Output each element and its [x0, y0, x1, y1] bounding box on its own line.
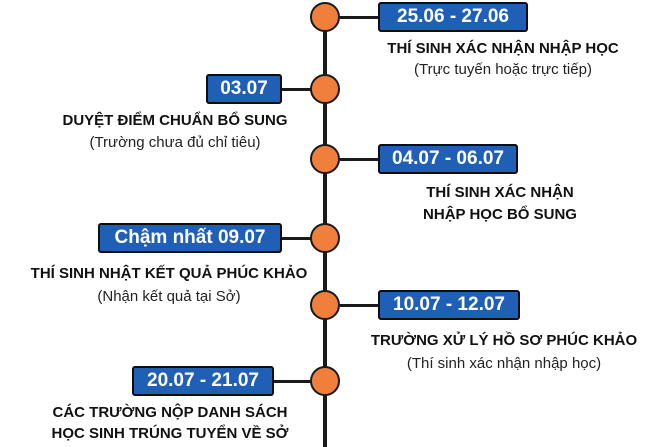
date-badge: 10.07 - 12.07 — [378, 290, 520, 320]
event-subtitle: (Nhận kết quả tại Sở) — [97, 288, 241, 305]
connector — [340, 16, 380, 19]
timeline-dot — [310, 366, 340, 396]
date-badge: 04.07 - 06.07 — [378, 144, 518, 174]
event-title-line2: HỌC SINH TRÚNG TUYỂN VỀ SỞ — [51, 425, 289, 442]
date-badge: Chậm nhất 09.07 — [98, 223, 282, 253]
event-title-line1: THÍ SINH XÁC NHẬN — [426, 184, 574, 201]
event-title: DUYỆT ĐIỂM CHUẨN BỔ SUNG — [62, 112, 288, 129]
event-subtitle: (Thí sinh xác nhận nhập học) — [406, 355, 602, 372]
connector — [340, 304, 380, 307]
date-badge: 20.07 - 21.07 — [132, 366, 274, 396]
event-title: THÍ SINH XÁC NHẬN NHẬP HỌC — [387, 40, 619, 57]
date-badge: 25.06 - 27.06 — [378, 2, 528, 32]
event-title-line2: NHẬP HỌC BỔ SUNG — [423, 206, 577, 223]
timeline-dot — [310, 223, 340, 253]
timeline-dot — [310, 144, 340, 174]
connector — [272, 380, 316, 383]
connector — [280, 88, 316, 91]
connector — [340, 158, 380, 161]
event-title-line1: CÁC TRƯỜNG NỘP DANH SÁCH — [52, 404, 288, 421]
event-subtitle: (Trường chưa đủ chỉ tiêu) — [89, 134, 261, 151]
event-title: THÍ SINH NHẬT KẾT QUẢ PHÚC KHẢO — [30, 265, 308, 282]
event-title: TRƯỜNG XỬ LÝ HỒ SƠ PHÚC KHẢO — [370, 332, 638, 349]
timeline-dot — [310, 74, 340, 104]
timeline-dot — [310, 290, 340, 320]
connector — [280, 237, 316, 240]
timeline-dot — [310, 2, 340, 32]
event-subtitle: (Trực tuyến hoặc trực tiếp) — [414, 61, 592, 78]
date-badge: 03.07 — [206, 74, 282, 104]
